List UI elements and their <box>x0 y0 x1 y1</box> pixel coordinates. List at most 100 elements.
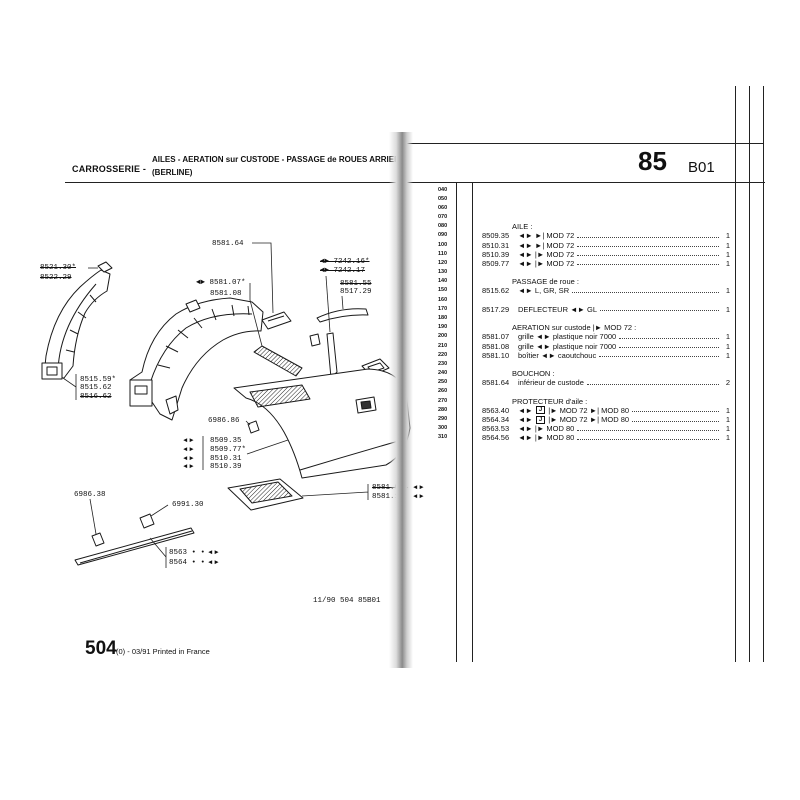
dot-leader <box>599 356 719 358</box>
part-number: 8515.62 <box>482 286 510 296</box>
quantity: 1 <box>725 350 731 360</box>
wheel-arch-liner-part <box>41 261 113 380</box>
callout-label: 8516.62 <box>80 393 112 401</box>
footer-edition: (0) - 03/91 Printed in France <box>116 647 210 656</box>
part-description: DEFLECTEUR ◄► GL <box>518 304 598 314</box>
column-rule <box>749 86 750 662</box>
column-rule <box>735 86 736 662</box>
quantity: 1 <box>725 304 731 314</box>
table-row: 180 <box>438 314 734 323</box>
plug-part <box>261 311 292 330</box>
dot-leader <box>577 438 719 440</box>
part-number: 8510.31 <box>482 240 510 250</box>
quantity: 1 <box>725 415 731 424</box>
line-number: 200 <box>438 333 448 340</box>
both-sides-arrow-icon: ◄► <box>182 455 195 462</box>
callout-label: 8509.77* <box>210 446 247 454</box>
inner-wheel-housing-part <box>129 297 264 421</box>
quantity: 2 <box>725 378 731 388</box>
part-number: 8563.53 <box>482 424 510 434</box>
line-number: 170 <box>438 305 448 312</box>
quantity: 1 <box>725 240 731 250</box>
group-heading: AERATION sur custode |► MOD 72 : <box>512 323 637 333</box>
quantity: 1 <box>725 341 731 351</box>
group-number: 85 <box>638 146 667 176</box>
table-row: 140 PASSAGE de roue : <box>438 277 734 286</box>
part-description: |► MOD 72 ►| MOD 80 <box>548 405 630 415</box>
footer-model: 504 <box>85 638 117 659</box>
part-description: inférieur de custode <box>518 378 584 388</box>
boxed-marker: J <box>535 406 546 415</box>
clip-part <box>91 532 105 547</box>
dot-leader <box>619 347 719 349</box>
line-number: 120 <box>438 259 448 266</box>
table-row: 050 <box>438 195 734 204</box>
callout-label: ◄► 8581.07* <box>196 279 246 287</box>
group-heading: AILE : <box>512 222 533 232</box>
callout-label: 8517.29 <box>340 288 372 296</box>
callout-label: 8581.08 <box>210 290 242 298</box>
part-description: grille ◄► plastique noir 7000 <box>518 332 617 342</box>
vent-grille-part <box>253 345 303 377</box>
callout-label: ◄► 7242.16* <box>320 258 370 266</box>
callout-label: 8521.30* <box>40 264 77 272</box>
table-row: 070 <box>438 213 734 222</box>
callout-label: 6986.86 <box>208 417 240 425</box>
part-number: 8563.40 <box>482 405 510 415</box>
line-number: 180 <box>438 315 448 322</box>
line-number: 110 <box>438 250 447 257</box>
line-number: 270 <box>438 397 448 404</box>
dot-leader <box>632 411 719 413</box>
table-row: 250 8581.64 inférieur de custode 2 <box>438 378 734 387</box>
line-number: 130 <box>438 269 448 276</box>
callout-label: 8581.55 <box>340 280 372 288</box>
part-description: ◄► |► MOD 72 <box>518 249 575 259</box>
dot-leader <box>619 337 719 339</box>
dot-leader <box>600 310 719 312</box>
callout-label: ◄► 7242.17 <box>320 267 366 275</box>
line-number: 140 <box>438 278 448 285</box>
dot-leader <box>577 264 719 266</box>
line-number: 250 <box>438 379 448 386</box>
callout-label: 8515.62 <box>80 384 112 392</box>
dot-leader <box>577 246 719 248</box>
quantity: 1 <box>725 231 731 241</box>
part-number: 8564.56 <box>482 433 510 443</box>
part-number: 8509.77 <box>482 258 510 268</box>
line-number: 090 <box>438 232 448 239</box>
part-description: grille ◄► plastique noir 7000 <box>518 341 617 351</box>
page-subtitle: (BERLINE) <box>152 168 193 177</box>
deflector-part <box>316 308 369 323</box>
dot-leader <box>577 255 719 257</box>
line-number: 150 <box>438 287 448 294</box>
part-number: 8581.64 <box>482 378 510 388</box>
callout-label: 8564 • • <box>169 559 206 567</box>
group-heading: PASSAGE de roue : <box>512 277 579 287</box>
part-number: 8581.07 <box>482 332 510 342</box>
callout-label: 8581.64 <box>212 240 244 248</box>
callout-label: 8581.10 <box>372 493 404 501</box>
quantity: 1 <box>725 433 731 443</box>
part-description: ◄► ►| MOD 72 <box>518 240 575 250</box>
callout-label: 8510.39 <box>210 463 242 471</box>
dot-leader <box>577 429 719 431</box>
dot-leader <box>577 236 719 238</box>
callout-label: 8510.31 <box>210 455 242 463</box>
line-number: 290 <box>438 416 448 422</box>
page-title: AILES - AERATION sur CUSTODE - PASSAGE d… <box>152 155 406 164</box>
quantity: 1 <box>725 405 731 415</box>
clip-part <box>247 420 260 434</box>
line-number: 060 <box>438 204 448 211</box>
quantity: 1 <box>725 258 731 268</box>
